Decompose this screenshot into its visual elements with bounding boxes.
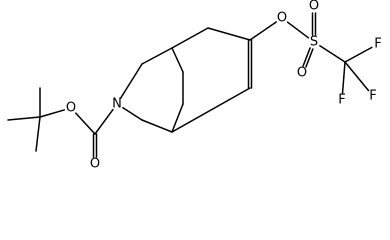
bond-c_bridgehead_top-c_bridge_1 (171, 47, 184, 73)
bond-c_vinyl_otf-o_triflate (249, 21, 277, 41)
atom-label-f-1: F (374, 37, 381, 52)
bond-c_cf3-f_1 (344, 46, 373, 63)
atom-label-o-sulfonyl-down: O (297, 66, 307, 81)
bond-o_ester-c_carbonyl (75, 112, 96, 135)
atom-label-o-sulfonyl-up: O (309, 0, 319, 14)
bond-s_sulfonyl-o_sulfonyl_down-line-b (305, 48, 314, 68)
bond-c_ring_ch2-c_vinyl_otf (207, 27, 251, 41)
bond-c_tbu_q-c_tbu_m3 (35, 116, 41, 152)
atom-label-layer: O O N O S O O F F F (66, 0, 382, 172)
bond-c_cf3-f_3 (341, 61, 346, 94)
bond-c_tbu_q-o_ester (39, 109, 66, 118)
bond-o_triflate-s_sulfonyl (286, 21, 310, 39)
bond-n_amine-c_ch2_b (122, 107, 143, 121)
bond-n_amine-c_ch2_a (119, 63, 143, 99)
atom-label-f-2: F (369, 89, 376, 104)
atom-label-f-3: F (338, 93, 345, 108)
atom-label-o-triflate: O (277, 11, 287, 26)
atom-label-n-amine: N (112, 97, 122, 112)
bond-layer (7, 12, 373, 158)
bond-c_cf3-f_2 (344, 61, 370, 92)
chemical-structure-diagram: O O N O S O O F F F (7, 0, 382, 172)
atom-label-o-ester: O (66, 101, 76, 116)
bond-c_ch2_b-c_bridgehead_bottom (141, 119, 173, 133)
bond-c_tbu_q-c_tbu_m2 (7, 116, 41, 121)
bond-c_ch2_a-c_bridgehead_top (141, 47, 173, 65)
atom-label-o-carbonyl: O (90, 157, 100, 172)
bond-c_carbonyl-n_amine (94, 108, 114, 135)
bond-c_vinyl_h-c_bridgehead_bottom (171, 87, 251, 133)
bond-s_sulfonyl-o_sulfonyl_down-line-a (302, 47, 311, 67)
bond-c_bridge_2-c_bridgehead_bottom (171, 103, 184, 133)
bond-s_sulfonyl-c_cf3 (319, 45, 346, 63)
atom-label-s-sulfonyl: S (310, 35, 318, 50)
bond-c_bridgehead_top-c_ring_ch2 (171, 27, 209, 49)
